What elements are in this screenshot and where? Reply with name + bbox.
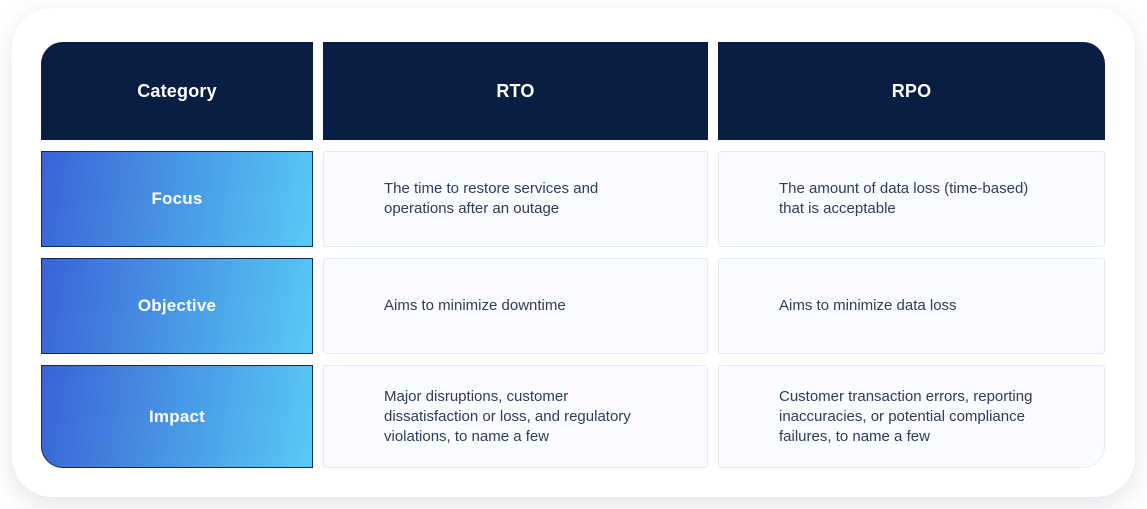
row-label-impact: Impact (41, 365, 313, 468)
row-label-impact-text: Impact (149, 406, 205, 426)
row-label-objective-text: Objective (137, 296, 217, 315)
header-cell-category: Category (41, 42, 313, 140)
header-cell-rpo: RPO (718, 42, 1105, 140)
header-label-rpo: RPO (891, 80, 932, 101)
cell-impact-rpo: Customer transaction errors, reporting i… (718, 365, 1105, 468)
cell-focus-rpo: The amount of data loss (time-based) tha… (718, 151, 1105, 247)
cell-objective-rpo: Aims to minimize data loss (718, 258, 1105, 354)
header-label-rto: RTO (496, 80, 535, 101)
cell-objective-rto-text: Aims to minimize downtime (384, 297, 566, 314)
row-label-objective: Objective (41, 258, 313, 354)
cell-focus-rpo-text: The amount of data loss (time-based) tha… (779, 180, 1029, 217)
cell-impact-rpo-text: Customer transaction errors, reporting i… (779, 387, 1033, 445)
cell-objective-rto: Aims to minimize downtime (323, 258, 708, 354)
cell-impact-rto-text: Major disruptions, customer dissatisfact… (384, 387, 631, 445)
row-label-focus: Focus (41, 151, 313, 247)
comparison-card: Category RTO RPO Focus The time to resto… (12, 8, 1135, 497)
header-label-category: Category (137, 80, 217, 101)
cell-impact-rto: Major disruptions, customer dissatisfact… (323, 365, 708, 468)
cell-focus-rto-text: The time to restore services and operati… (384, 180, 599, 217)
cell-focus-rto: The time to restore services and operati… (323, 151, 708, 247)
rto-rpo-comparison-table: Category RTO RPO Focus The time to resto… (41, 42, 1106, 468)
header-cell-rto: RTO (323, 42, 708, 140)
row-label-focus-text: Focus (151, 189, 203, 208)
cell-objective-rpo-text: Aims to minimize data loss (779, 297, 957, 314)
